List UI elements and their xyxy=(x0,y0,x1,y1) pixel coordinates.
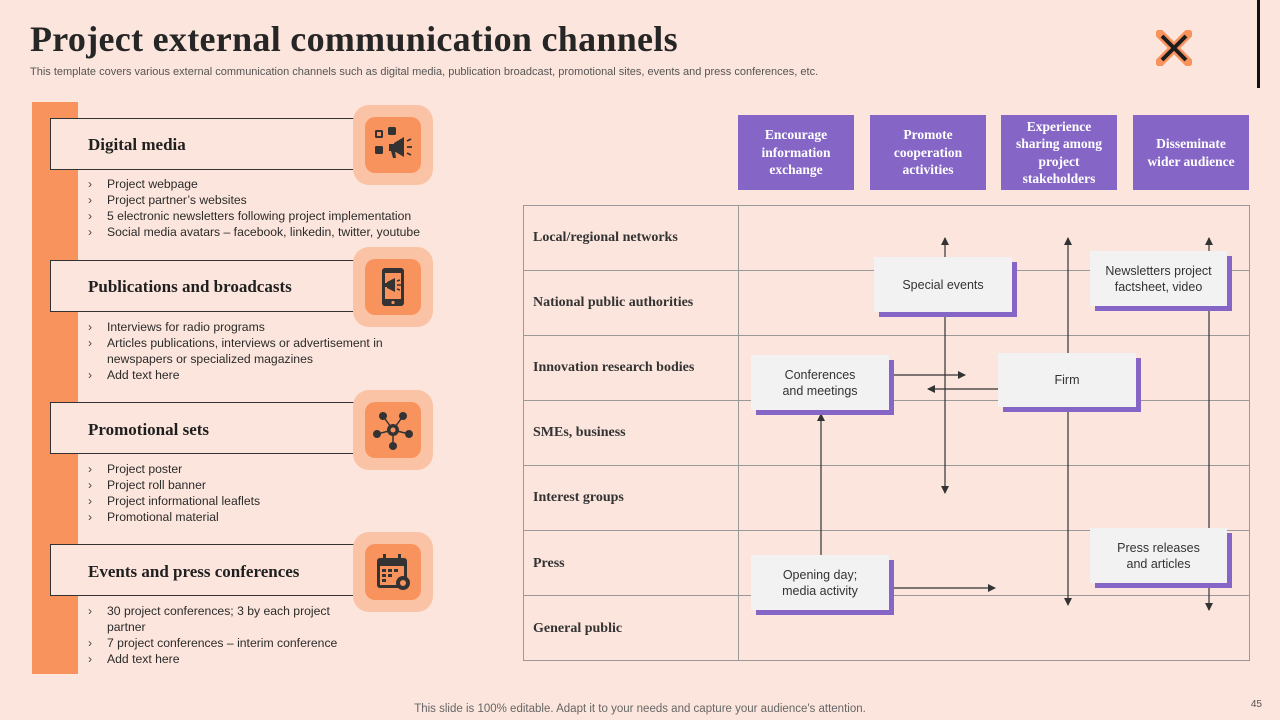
list-item: ›7 project conferences – interim confere… xyxy=(88,636,338,650)
list-item: ›Articles publications, interviews or ad… xyxy=(88,336,383,366)
list-item: ›Project roll banner xyxy=(88,478,206,492)
list-item: ›Project webpage xyxy=(88,177,198,191)
row-label: National public authorities xyxy=(533,295,694,310)
list-item: ›Project informational leaflets xyxy=(88,494,261,508)
stakeholder-grid xyxy=(523,205,1250,661)
section-publications xyxy=(50,260,370,312)
section-bullet-list: ›Project webpage ›Project partner’s webs… xyxy=(88,176,458,240)
list-item: ›Social media avatars – facebook, linked… xyxy=(88,225,420,239)
header-divider xyxy=(1257,0,1260,88)
phone-broadcast-icon xyxy=(382,268,404,306)
section-promotional-sets xyxy=(50,402,370,454)
node-newsletters: Newsletters project factsheet, video xyxy=(1090,251,1227,306)
grid-divider xyxy=(738,205,739,661)
page-number: 45 xyxy=(1250,699,1262,710)
goal-box: Experience sharing among project stakeho… xyxy=(1001,115,1117,190)
list-item: ›5 electronic newsletters following proj… xyxy=(88,209,412,223)
grid-divider xyxy=(523,335,1250,336)
grid-divider xyxy=(523,530,1250,531)
network-hub-icon xyxy=(373,412,413,450)
row-label: Innovation research bodies xyxy=(533,360,695,375)
section-icon-frame xyxy=(353,390,433,470)
goal-box: Promote cooperation activities xyxy=(870,115,986,190)
node-press-releases: Press releases and articles xyxy=(1090,528,1227,583)
row-label: Interest groups xyxy=(533,490,624,505)
close-x-logo-icon xyxy=(1156,30,1192,66)
section-bullet-list: ›30 project conferences; 3 by each proje… xyxy=(88,603,338,667)
row-label: SMEs, business xyxy=(533,425,626,440)
megaphone-social-icon xyxy=(375,127,412,158)
section-icon-frame xyxy=(353,247,433,327)
page-title: Project external communication channels xyxy=(30,19,678,59)
section-title: Digital media xyxy=(88,135,186,154)
list-item: ›Project partner’s websites xyxy=(88,193,247,207)
goal-box: Encourage information exchange xyxy=(738,115,854,190)
section-title: Events and press conferences xyxy=(88,562,300,581)
section-events xyxy=(50,544,370,596)
list-item: ›Promotional material xyxy=(88,510,219,524)
section-icon-frame xyxy=(353,105,433,185)
section-digital-media xyxy=(50,118,370,170)
footer-note: This slide is 100% editable. Adapt it to… xyxy=(414,703,866,715)
row-label: General public xyxy=(533,621,623,636)
node-opening-day: Opening day; media activity xyxy=(751,555,889,610)
section-title: Promotional sets xyxy=(88,420,210,439)
node-special-events: Special events xyxy=(874,257,1012,312)
grid-divider xyxy=(523,465,1250,466)
list-item: ›Interviews for radio programs xyxy=(88,320,265,334)
section-bullet-list: ›Project poster ›Project roll banner ›Pr… xyxy=(88,461,408,525)
section-title: Publications and broadcasts xyxy=(88,277,292,296)
list-item: ›Add text here xyxy=(88,368,180,382)
node-conferences: Conferences and meetings xyxy=(751,355,889,410)
page-subtitle: This template covers various external co… xyxy=(30,66,819,78)
list-item: ›30 project conferences; 3 by each proje… xyxy=(88,604,330,634)
section-icon-frame xyxy=(353,532,433,612)
list-item: ›Add text here xyxy=(88,652,180,666)
section-bullet-list: ›Interviews for radio programs ›Articles… xyxy=(88,319,408,383)
list-item: ›Project poster xyxy=(88,462,183,476)
node-firm: Firm xyxy=(998,353,1136,407)
calendar-event-icon xyxy=(377,554,410,590)
row-label: Press xyxy=(533,556,565,571)
goal-box: Disseminate wider audience xyxy=(1133,115,1249,190)
row-label: Local/regional networks xyxy=(533,230,678,245)
